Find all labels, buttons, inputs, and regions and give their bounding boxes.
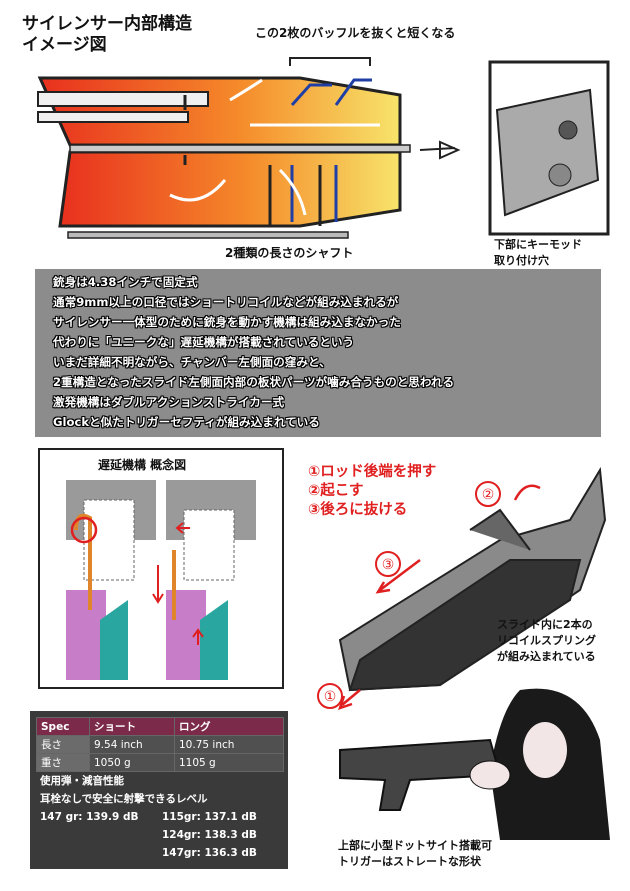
step-1: ①ロッド後端を押す bbox=[308, 464, 437, 480]
hand bbox=[469, 760, 511, 790]
recoil-rod-end bbox=[469, 508, 531, 551]
marker-1-circle bbox=[317, 683, 343, 709]
description-box: 銃身は4.38インチで固定式 通常9mm以上の口径ではショートリコイルなどが組み… bbox=[35, 269, 601, 437]
silencer-body-bottom bbox=[58, 150, 402, 228]
long-db: 115gr: 137.1 dB bbox=[162, 811, 257, 823]
marker-3-label: ③ bbox=[382, 557, 395, 573]
baffle-bracket bbox=[289, 57, 371, 66]
lever-left bbox=[100, 600, 128, 680]
highlight-circle bbox=[70, 516, 98, 544]
description-line: いまだ詳細不明ながら、チャンバー左側面の窪みと、 bbox=[53, 355, 331, 369]
marker-2-label: ② bbox=[482, 487, 495, 503]
pistol-slide-drawing: ② ③ ① bbox=[317, 466, 607, 710]
pull-arrow-icon bbox=[375, 559, 421, 594]
lever-right bbox=[200, 600, 228, 680]
shooter-illustration bbox=[339, 688, 610, 840]
delay-mechanism-diagram bbox=[66, 480, 256, 680]
recoil-note-line2: リコイルスプリング bbox=[497, 634, 596, 647]
long-db: 147gr: 136.3 dB bbox=[162, 847, 257, 859]
removable-baffle-top bbox=[290, 78, 372, 107]
keymod-logo-icon bbox=[548, 163, 572, 187]
spec-header-cell: ロング bbox=[174, 717, 284, 736]
shaft-long bbox=[67, 231, 349, 239]
long-db: 124gr: 138.3 dB bbox=[162, 829, 257, 841]
description-line: 通常9mm以上の口径ではショートリコイルなどが組み込まれるが bbox=[53, 295, 399, 309]
push-arrow-icon bbox=[338, 689, 361, 710]
left-arrow-icon bbox=[175, 522, 190, 534]
baffle-note: この2枚のバッフルを抜くと短くなる bbox=[255, 26, 456, 40]
rotate-arrow-icon bbox=[513, 484, 541, 501]
spec-row: 長さ 9.54 inch 10.75 inch bbox=[36, 735, 284, 754]
recoil-spring-note: スライド内に2本の リコイルスプリング が組み込まれている bbox=[497, 617, 596, 665]
slide-side bbox=[348, 559, 582, 692]
gas-flow-arrows bbox=[169, 78, 380, 216]
spec-cell: 10.75 inch bbox=[174, 735, 284, 754]
face bbox=[523, 722, 567, 778]
removable-baffle-bottom bbox=[290, 165, 338, 222]
delay-plate-left bbox=[74, 513, 92, 610]
spec-row: 重さ 1050 g 1105 g bbox=[36, 753, 284, 772]
spec-header-row: Spec ショート ロング bbox=[36, 717, 284, 736]
description-line: 銃身は4.38インチで固定式 bbox=[53, 275, 198, 289]
up-arrow-icon bbox=[192, 628, 204, 645]
description-line: サイレンサー一体型のために銃身を動かす機構は組み込まなかった bbox=[53, 315, 401, 329]
down-arrow-icon bbox=[152, 565, 164, 604]
marker-2-circle bbox=[475, 481, 501, 507]
shaft-caption: 2種類の長さのシャフト bbox=[225, 246, 354, 260]
marker-3-circle bbox=[375, 551, 401, 577]
chamber-right bbox=[183, 509, 235, 581]
sight-note-line1: 上部に小型ドットサイト搭載可 bbox=[338, 839, 492, 852]
spec-table: Spec ショート ロング 長さ 9.54 inch 10.75 inch 重さ… bbox=[30, 711, 288, 869]
delay-mechanism-title: 遅延機構 概念図 bbox=[98, 458, 187, 472]
spec-header-cell: ショート bbox=[89, 717, 175, 736]
title-line2: イメージ図 bbox=[22, 35, 107, 55]
spec-header-cell: Spec bbox=[36, 717, 90, 736]
disassembly-steps: ①ロッド後端を押す ②起こす ③後ろに抜ける bbox=[308, 463, 436, 520]
ammo-label: 使用弾・減音性能 bbox=[40, 775, 124, 787]
keymod-hole-icon bbox=[558, 120, 578, 140]
keymod-caption-line1: 下部にキーモッド bbox=[494, 238, 582, 251]
diagram-title: サイレンサー内部構造 イメージ図 bbox=[22, 14, 192, 56]
pistol-silhouette bbox=[339, 738, 502, 811]
description-line: 激発機構はダブルアクションストライカー式 bbox=[53, 395, 285, 409]
fixed-baffles bbox=[268, 165, 322, 226]
spec-cell: 重さ bbox=[36, 753, 90, 772]
sight-note: 上部に小型ドットサイト搭載可 トリガーはストレートな形状 bbox=[338, 838, 492, 870]
safety-note: 耳栓なしで安全に射撃できるレベル bbox=[40, 793, 208, 805]
sight-note-line2: トリガーはストレートな形状 bbox=[338, 855, 481, 868]
spec-cell: 1050 g bbox=[89, 753, 175, 772]
description-line: 代わりに「ユニークな」遅延機構が搭載されているという bbox=[53, 335, 355, 349]
keymod-caption-line2: 取り付け穴 bbox=[494, 254, 549, 267]
keymod-caption: 下部にキーモッド 取り付け穴 bbox=[494, 237, 582, 269]
screw-icon bbox=[419, 140, 461, 160]
shaft bbox=[69, 144, 411, 153]
spec-cell: 1105 g bbox=[174, 753, 284, 772]
step-3: ③後ろに抜ける bbox=[308, 502, 408, 518]
description-line: 2重構造となったスライド左側面内部の板状パーツが噛み合うものと思われる bbox=[53, 375, 455, 389]
title-line1: サイレンサー内部構造 bbox=[22, 14, 192, 34]
marker-1-label: ① bbox=[324, 689, 337, 705]
recoil-note-line1: スライド内に2本の bbox=[497, 618, 593, 631]
spec-cell: 長さ bbox=[36, 735, 90, 754]
keymod-rail-drawing bbox=[495, 88, 600, 217]
barrel bbox=[37, 91, 209, 107]
description-line: Glockと似たトリガーセフティが組み込まれている bbox=[53, 415, 320, 429]
step-2: ②起こす bbox=[308, 483, 364, 499]
frame-left bbox=[66, 590, 106, 680]
spec-cell: 9.54 inch bbox=[89, 735, 175, 754]
barrel-inner bbox=[37, 111, 189, 123]
silencer-cutaway-diagram bbox=[37, 57, 610, 239]
short-db: 147 gr: 139.9 dB bbox=[40, 811, 139, 823]
recoil-note-line3: が組み込まれている bbox=[497, 650, 596, 663]
